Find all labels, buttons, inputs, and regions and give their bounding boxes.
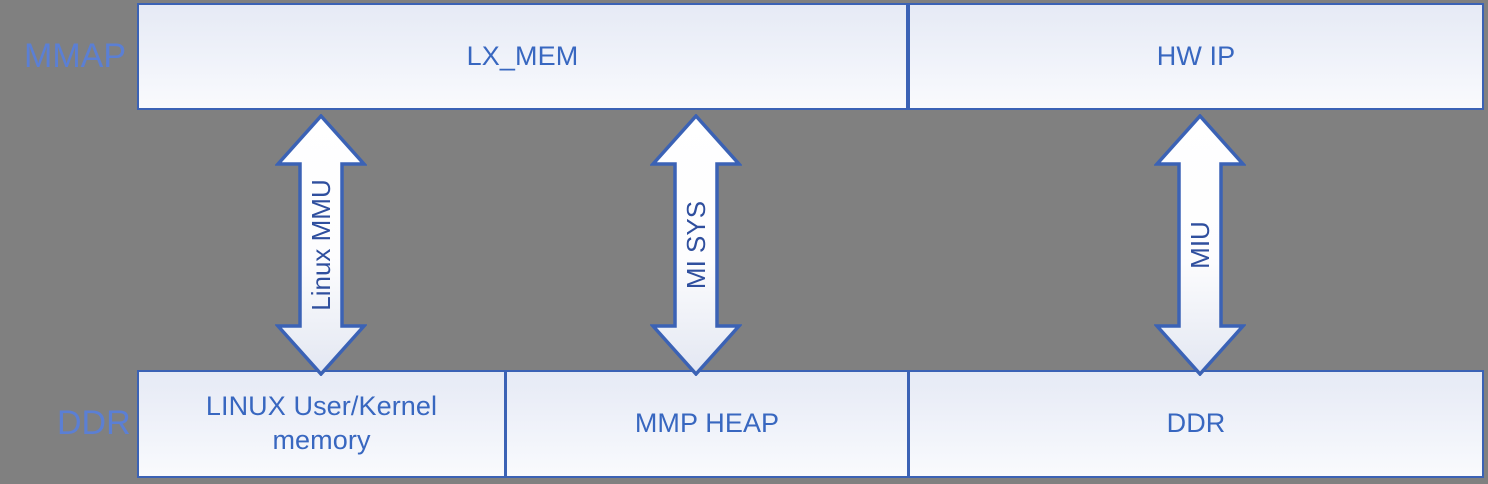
box-ddr-label: DDR <box>1166 408 1226 439</box>
box-ddr[interactable]: DDR <box>908 370 1484 478</box>
box-lx-mem[interactable]: LX_MEM <box>137 3 908 110</box>
double-headed-arrow-icon <box>650 114 742 376</box>
box-mmp-heap[interactable]: MMP HEAP <box>505 370 909 478</box>
box-hw-ip[interactable]: HW IP <box>908 3 1484 110</box>
box-lx-mem-label: LX_MEM <box>466 40 579 71</box>
double-headed-arrow-icon <box>275 114 367 376</box>
arrow-linux-mmu[interactable]: Linux MMU <box>275 114 367 376</box>
double-headed-arrow-icon <box>1154 114 1246 376</box>
arrow-miu[interactable]: MIU <box>1154 114 1246 376</box>
box-linux-user-kernel-memory[interactable]: LINUX User/Kernel memory <box>137 370 506 478</box>
row-label-ddr: DDR <box>57 404 131 442</box>
row-label-mmap: MMAP <box>24 37 126 75</box>
box-hw-ip-label: HW IP <box>1156 40 1236 71</box>
box-mmp-heap-label: MMP HEAP <box>634 408 780 439</box>
arrow-mi-sys[interactable]: MI SYS <box>650 114 742 376</box>
box-linux-user-kernel-memory-label: LINUX User/Kernel memory <box>205 391 438 455</box>
